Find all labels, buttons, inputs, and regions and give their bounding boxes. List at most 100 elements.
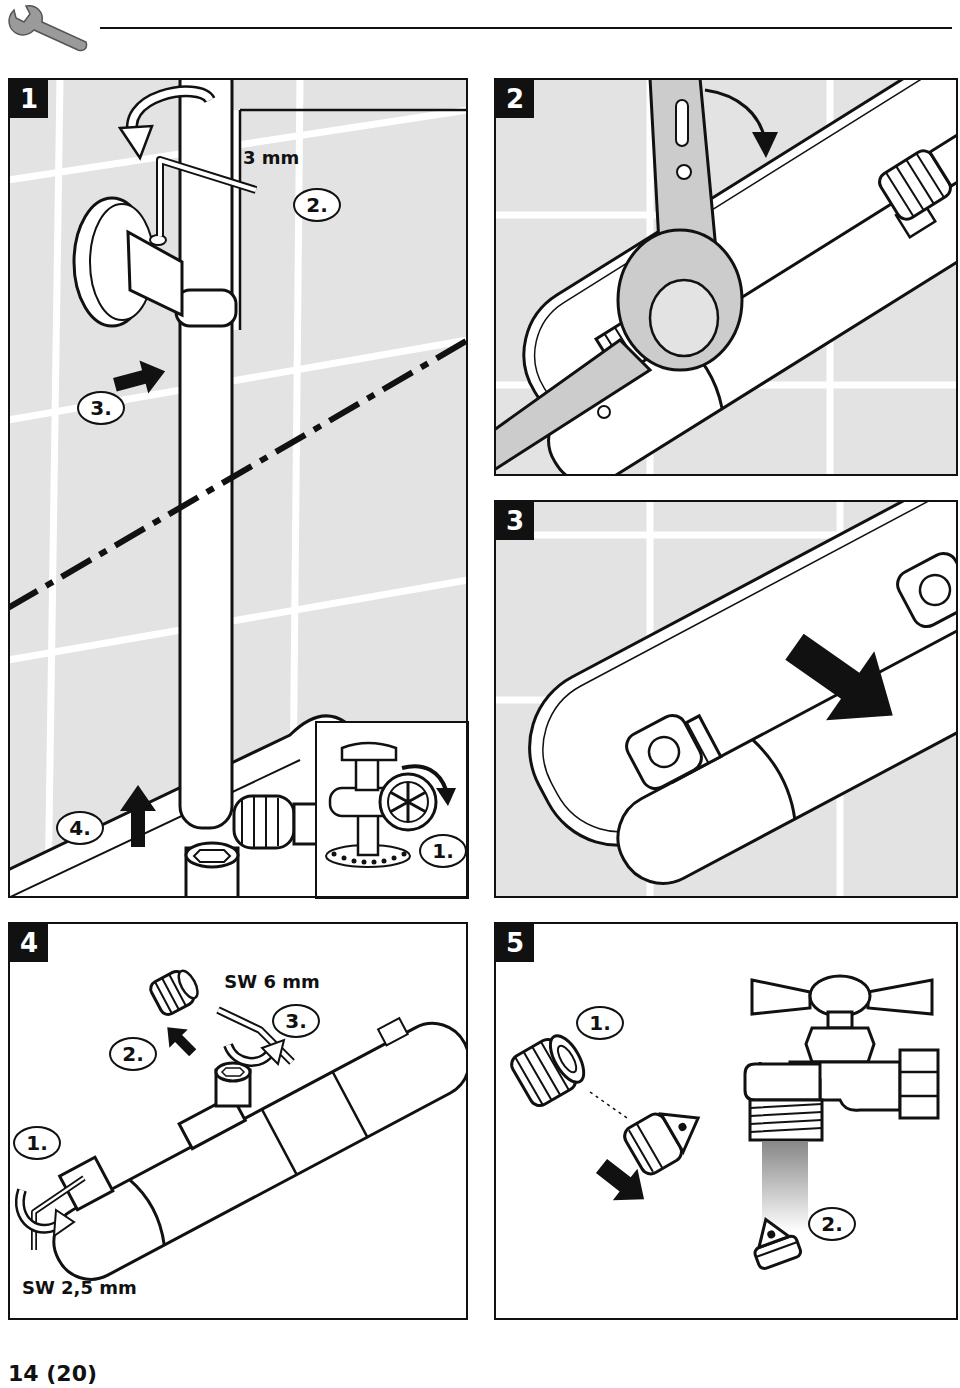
valve-inset-part-part bbox=[342, 743, 396, 760]
step-3-illustration-part bbox=[770, 612, 916, 750]
callout-bubble: 1. bbox=[13, 1126, 61, 1160]
step-5-illustration-part bbox=[590, 1092, 630, 1120]
step-3-illustration-part-part bbox=[915, 570, 956, 611]
step-4-illustration-part-part bbox=[158, 1018, 202, 1062]
callout-number: 1. bbox=[432, 841, 454, 861]
callout-bubble: 2. bbox=[293, 188, 341, 222]
step-2-illustration-part bbox=[598, 406, 610, 418]
callout-bubble: 1. bbox=[576, 1006, 624, 1040]
step-3-illustration-part bbox=[501, 500, 958, 898]
valve-inset-part-part bbox=[402, 766, 446, 790]
step-1-illustration-part bbox=[150, 235, 166, 245]
step-5-illustration-part-part bbox=[544, 1030, 591, 1087]
valve-inset-part-part bbox=[390, 782, 426, 822]
step-number-badge: 3 bbox=[496, 502, 534, 540]
step-2-illustration-part bbox=[876, 126, 958, 223]
step-5-illustration-part bbox=[810, 976, 870, 1016]
callout-number: 2. bbox=[306, 195, 328, 215]
step-2-illustration-part bbox=[752, 132, 778, 158]
dimension-label: SW 2,5 mm bbox=[22, 1278, 137, 1298]
valve-inset-part-part-part bbox=[382, 859, 387, 864]
valve-inset-part-part bbox=[358, 815, 378, 855]
step-4-illustration-part bbox=[54, 1210, 74, 1236]
step-3-illustration-part-part bbox=[602, 500, 958, 898]
step-number: 2 bbox=[506, 86, 524, 112]
callout-bubble: 1. bbox=[419, 834, 467, 868]
step-1-illustration-part-part bbox=[110, 355, 169, 401]
callout-bubble: 4. bbox=[56, 811, 104, 845]
step-1-illustration-part bbox=[240, 109, 468, 112]
step-4-illustration-part-part bbox=[378, 1018, 408, 1045]
step-1-illustration-part bbox=[160, 160, 256, 236]
step-3-illustration-part-part bbox=[622, 710, 707, 793]
valve-inset-part-part-part bbox=[392, 856, 397, 861]
step-5-illustration-part bbox=[762, 1142, 808, 1232]
step-1-illustration-part bbox=[239, 110, 242, 330]
callout-number: 2. bbox=[821, 1214, 843, 1234]
step-number: 3 bbox=[506, 508, 524, 534]
step-2-illustration-part-part bbox=[930, 131, 958, 186]
step-3-illustration-part-part bbox=[644, 732, 685, 773]
step-2-illustration-part bbox=[494, 78, 958, 476]
step-3-illustration bbox=[494, 500, 958, 898]
step-3-illustration-part-part bbox=[753, 736, 802, 819]
wrench-icon bbox=[9, 6, 86, 51]
callout-number: 4. bbox=[69, 818, 91, 838]
step-4-illustration-part bbox=[34, 1178, 84, 1250]
step-1-illustration-part bbox=[176, 290, 236, 326]
step-number-badge: 4 bbox=[10, 924, 48, 962]
valve-inset-part-part bbox=[380, 774, 436, 830]
step-2-illustration-part bbox=[494, 340, 650, 470]
step-number-badge: 5 bbox=[496, 924, 534, 962]
step-5-illustration-part bbox=[494, 922, 958, 1320]
step-4-illustration-part-part bbox=[60, 1157, 113, 1209]
callout-number: 3. bbox=[285, 1011, 307, 1031]
step-4-illustration-part-part bbox=[130, 1176, 171, 1245]
step-5-illustration-part bbox=[752, 980, 810, 1014]
step-5-illustration-part-part bbox=[661, 1099, 709, 1152]
step-panel: 5 1. 2. bbox=[494, 922, 958, 1320]
step-3-illustration-part bbox=[622, 710, 707, 793]
header-rule bbox=[100, 27, 952, 29]
valve-inset-part-part bbox=[436, 788, 456, 806]
valve-inset-part-part-part bbox=[402, 852, 407, 857]
callout-bubble: 2. bbox=[109, 1037, 157, 1071]
step-5-illustration-part bbox=[806, 1028, 874, 1062]
valve-inset bbox=[316, 722, 468, 898]
step-5-illustration-part bbox=[900, 1050, 938, 1118]
step-5-illustration-part bbox=[621, 1095, 711, 1177]
step-1-illustration-part-part bbox=[8, 580, 468, 660]
step-1-illustration-part bbox=[8, 340, 468, 608]
step-number: 1 bbox=[20, 86, 38, 112]
step-1-illustration-part bbox=[8, 760, 300, 898]
dimension-label: 3 mm bbox=[243, 148, 299, 168]
step-2-illustration bbox=[494, 78, 958, 476]
step-1-illustration-part bbox=[120, 785, 156, 847]
step-5-illustration-part-part bbox=[554, 1043, 579, 1075]
step-5-illustration-part-part bbox=[628, 1123, 663, 1173]
step-1-illustration-part bbox=[194, 850, 230, 862]
valve-inset-part-part-part bbox=[332, 852, 337, 857]
step-1-illustration-part bbox=[180, 78, 232, 828]
wrench-icon-part bbox=[9, 6, 86, 51]
step-5-illustration-part-part bbox=[751, 1214, 789, 1247]
step-1-illustration bbox=[8, 78, 468, 898]
step-4-illustration-part-part bbox=[262, 1072, 367, 1175]
step-1-illustration-part bbox=[8, 78, 468, 898]
step-number: 5 bbox=[506, 930, 524, 956]
step-4-illustration-part bbox=[222, 1068, 244, 1076]
step-5-illustration-part bbox=[750, 1104, 822, 1132]
step-1-illustration-part bbox=[8, 78, 468, 898]
step-1-illustration-part-part bbox=[234, 796, 294, 848]
step-5-illustration-part bbox=[900, 1072, 938, 1096]
step-number: 4 bbox=[20, 930, 38, 956]
callout-number: 1. bbox=[589, 1013, 611, 1033]
step-3-illustration-part-part bbox=[770, 612, 916, 750]
step-panel: 12.3.4.1. bbox=[8, 78, 468, 898]
callout-bubble: 2. bbox=[808, 1207, 856, 1241]
step-number-badge: 1 bbox=[10, 80, 48, 118]
valve-inset-part-part-part bbox=[372, 860, 377, 865]
